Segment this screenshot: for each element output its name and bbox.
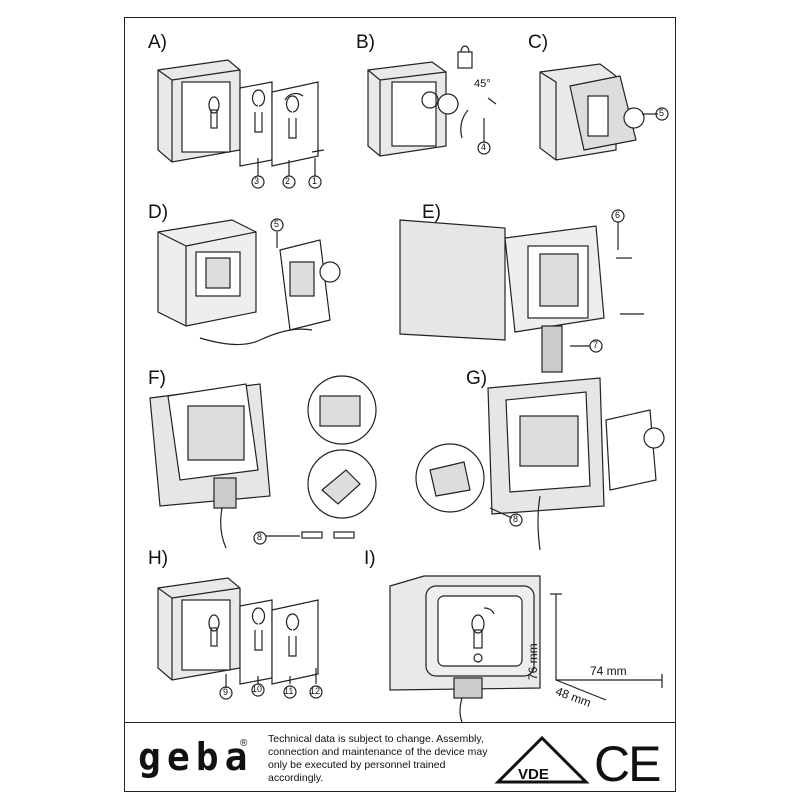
footer-separator [124, 722, 676, 723]
registered-mark: ® [240, 738, 248, 749]
ce-mark: CE [594, 736, 661, 792]
step-label-c: C) [528, 32, 549, 53]
dimension-height: 76 mm [526, 643, 540, 680]
dimension-width: 74 mm [590, 664, 627, 678]
callout-7: 7 [593, 340, 599, 350]
callout-6: 6 [615, 210, 621, 220]
step-label-e: E) [422, 202, 441, 223]
angle-label: 45° [474, 78, 491, 90]
step-label-d: D) [148, 202, 169, 223]
callout-5-c: 5 [659, 108, 665, 118]
step-label-a: A) [148, 32, 167, 53]
step-label-g: G) [466, 368, 488, 389]
callout-2: 2 [285, 176, 291, 186]
callout-1: 1 [312, 176, 318, 186]
callout-8-f: 8 [257, 532, 263, 542]
vde-mark: VDE [518, 766, 549, 783]
callout-3: 3 [254, 176, 260, 186]
callout-9: 9 [223, 687, 229, 697]
footer-note: Technical data is subject to change. Ass… [268, 733, 488, 784]
step-label-h: H) [148, 548, 169, 569]
step-label-f: F) [148, 368, 166, 389]
callout-11: 11 [284, 686, 294, 696]
callout-4: 4 [481, 142, 487, 152]
callout-10: 10 [252, 684, 263, 694]
step-label-b: B) [356, 32, 375, 53]
callout-8-g: 8 [513, 514, 519, 524]
callout-12: 12 [310, 686, 321, 696]
callout-5-d: 5 [274, 219, 280, 229]
step-label-i: I) [364, 548, 376, 569]
geba-logo: geba [138, 735, 254, 779]
